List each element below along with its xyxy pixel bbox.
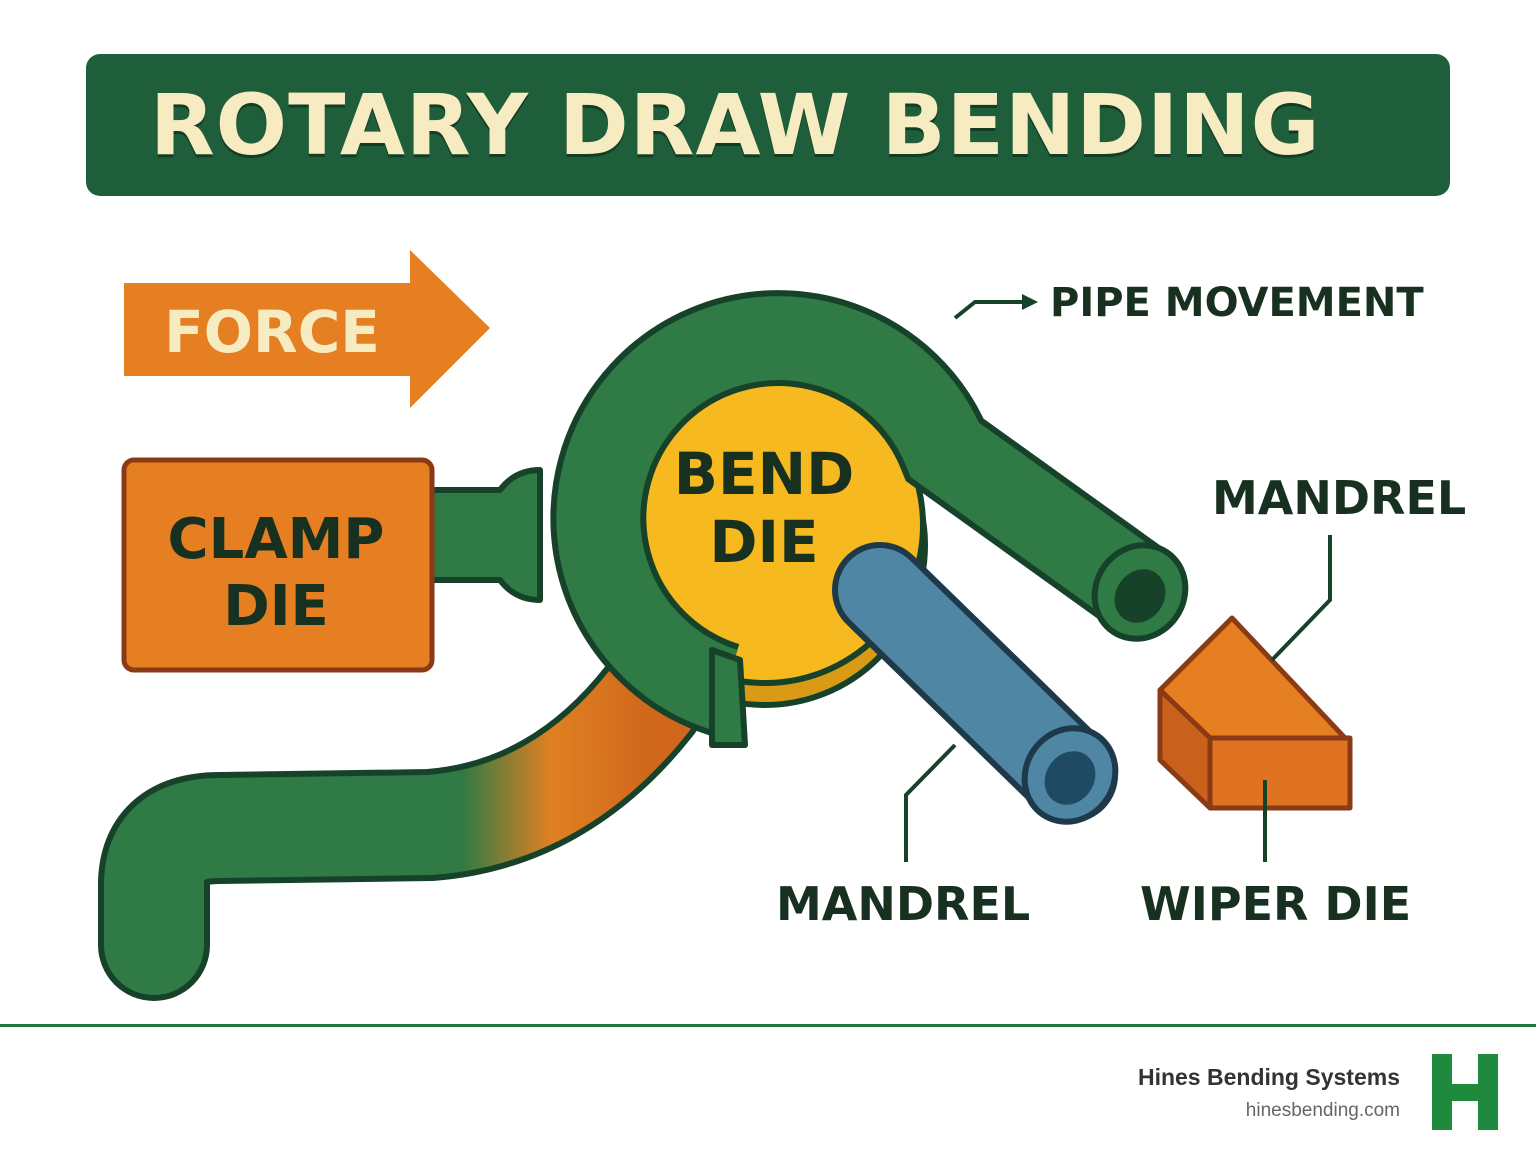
mandrel-bottom-label: MANDREL — [776, 877, 1030, 931]
clamp-connector — [427, 467, 543, 603]
clamp-die: CLAMP DIE — [121, 457, 435, 673]
pipe-movement-callout: PIPE MOVEMENT — [953, 280, 1424, 326]
arrow-right-icon — [1022, 294, 1038, 310]
lower-pipe — [98, 644, 706, 1001]
mandrel-top-label: MANDREL — [1212, 471, 1466, 525]
bent-pipe — [550, 290, 1189, 748]
footer-divider — [0, 1024, 1536, 1027]
bend-die-label-line1: BEND — [674, 440, 855, 508]
title-banner: ROTARY DRAW BENDING — [86, 54, 1450, 196]
wiper-die-callout: WIPER DIE — [1140, 780, 1411, 931]
pipe-movement-label: PIPE MOVEMENT — [1050, 280, 1424, 326]
wiper-die-label: WIPER DIE — [1140, 877, 1411, 931]
force-label: FORCE — [164, 298, 380, 366]
clamp-die-label-line2: DIE — [223, 574, 329, 639]
clamp-die-label-line1: CLAMP — [168, 507, 385, 572]
mandrel-top-callout: MANDREL — [1212, 471, 1466, 662]
diagram-title: ROTARY DRAW BENDING — [150, 76, 1321, 174]
brand-name: Hines Bending Systems — [1137, 1064, 1400, 1090]
brand-logo-h-icon — [1432, 1054, 1498, 1130]
bend-die-label-line2: DIE — [709, 508, 818, 576]
brand-url: hinesbending.com — [1245, 1100, 1400, 1121]
wiper-die — [1157, 615, 1353, 811]
force-arrow: FORCE — [124, 250, 490, 408]
mandrel-rod — [832, 542, 1119, 825]
mandrel-bottom-callout: MANDREL — [776, 743, 1030, 931]
